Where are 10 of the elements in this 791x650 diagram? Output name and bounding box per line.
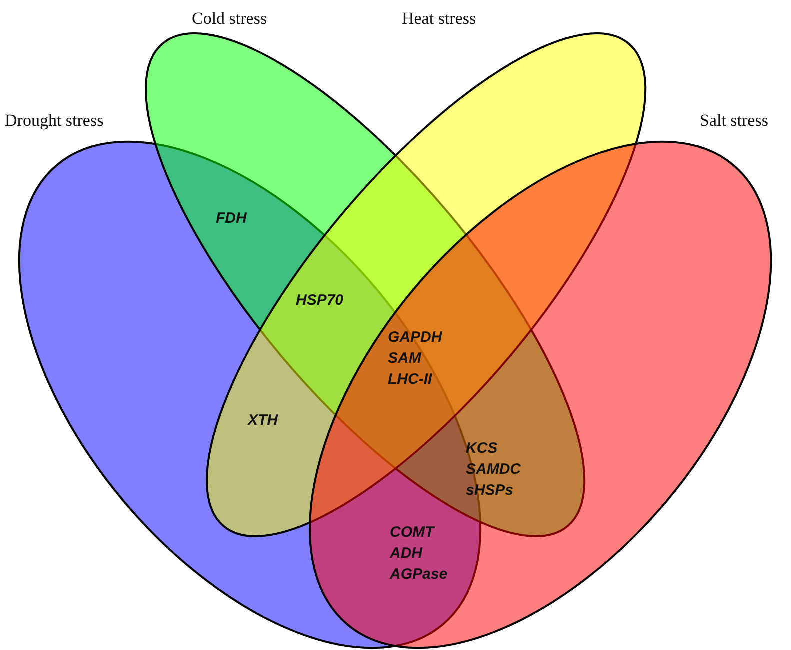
gene-list: KCS SAMDC sHSPs: [466, 438, 536, 501]
set-label: Drought stress: [5, 110, 104, 132]
gene-list: HSP70: [296, 290, 366, 311]
gene-list: FDH: [216, 208, 286, 229]
set-label: Salt stress: [700, 110, 768, 132]
set-label: Cold stress: [192, 8, 268, 30]
gene-list: COMT ADH AGPase: [390, 522, 460, 585]
gene-list: GAPDH SAM LHC-II: [388, 327, 458, 390]
set-label: Heat stress: [402, 8, 476, 30]
gene-list: XTH: [248, 410, 318, 431]
